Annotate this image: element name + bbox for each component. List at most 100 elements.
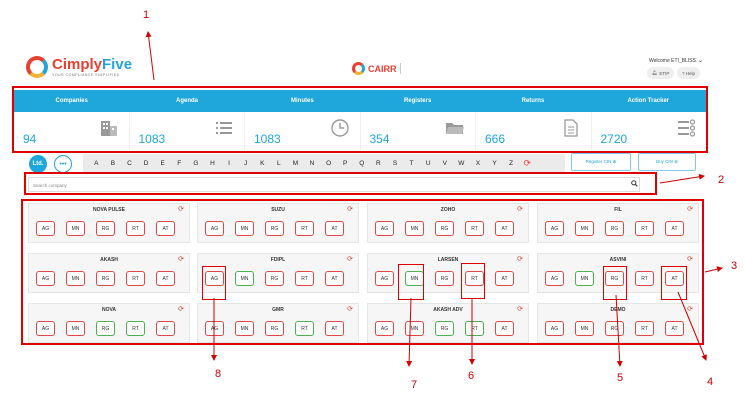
module-button-rt[interactable]: RT bbox=[126, 321, 145, 336]
letter-filter-v[interactable]: V bbox=[442, 159, 447, 167]
letter-filter-s[interactable]: S bbox=[392, 159, 398, 167]
letter-filter-l[interactable]: L bbox=[277, 159, 281, 167]
module-button-ag[interactable]: AG bbox=[375, 271, 394, 286]
letter-filter-p[interactable]: P bbox=[343, 159, 348, 167]
company-name[interactable]: NOVA bbox=[101, 307, 117, 313]
module-button-at[interactable]: AT bbox=[156, 271, 175, 286]
letter-filter-q[interactable]: Q bbox=[359, 159, 365, 167]
letter-filter-z[interactable]: Z bbox=[509, 159, 514, 167]
company-name[interactable]: SUZU bbox=[271, 207, 285, 213]
refresh-icon[interactable]: ⟳ bbox=[178, 206, 184, 213]
cimplyfive-logo[interactable]: CimplyFive YOUR COMPLIANCE SIMPLIFIED bbox=[26, 56, 132, 78]
letter-filter-d[interactable]: D bbox=[143, 159, 149, 167]
refresh-icon[interactable]: ⟳ bbox=[347, 206, 353, 213]
letter-filter-x[interactable]: X bbox=[475, 159, 481, 167]
refresh-icon[interactable]: ⟳ bbox=[687, 306, 693, 313]
company-name[interactable]: ZOHO bbox=[440, 207, 456, 213]
module-button-rt[interactable]: RT bbox=[465, 221, 484, 236]
module-button-at[interactable]: AT bbox=[325, 221, 344, 236]
module-button-at[interactable]: AT bbox=[495, 221, 514, 236]
module-button-rg[interactable]: RG bbox=[435, 321, 454, 336]
module-button-rt[interactable]: RT bbox=[126, 221, 145, 236]
letter-filter-c[interactable]: C bbox=[127, 159, 132, 167]
letter-filter-o[interactable]: O bbox=[326, 159, 332, 167]
module-button-rt[interactable]: RT bbox=[635, 221, 654, 236]
module-button-rt[interactable]: RT bbox=[295, 221, 314, 236]
module-button-ag[interactable]: AG bbox=[36, 321, 55, 336]
stat-registers[interactable]: 354 bbox=[361, 112, 476, 150]
help-button[interactable]: ? Help bbox=[677, 67, 700, 79]
module-button-mn[interactable]: MN bbox=[235, 321, 254, 336]
module-button-mn[interactable]: MN bbox=[405, 271, 424, 286]
refresh-icon[interactable]: ⟳ bbox=[517, 306, 523, 313]
module-button-ag[interactable]: AG bbox=[205, 271, 224, 286]
module-button-mn[interactable]: MN bbox=[575, 221, 594, 236]
module-button-rt[interactable]: RT bbox=[295, 271, 314, 286]
refresh-icon[interactable]: ⟳ bbox=[347, 256, 353, 263]
letter-filter-j[interactable]: J bbox=[244, 159, 248, 167]
module-button-rg[interactable]: RG bbox=[605, 221, 624, 236]
company-name[interactable]: LARSEN bbox=[437, 257, 459, 263]
module-button-mn[interactable]: MN bbox=[235, 221, 254, 236]
ltd-filter-button[interactable]: Ltd. bbox=[29, 155, 47, 173]
module-button-rg[interactable]: RG bbox=[96, 271, 115, 286]
module-button-rg[interactable]: RG bbox=[605, 321, 624, 336]
module-button-rg[interactable]: RG bbox=[435, 271, 454, 286]
company-name[interactable]: DEMO bbox=[610, 307, 626, 313]
company-name[interactable]: NOVA PULSE bbox=[93, 207, 125, 213]
letter-filter-e[interactable]: E bbox=[160, 159, 165, 167]
refresh-icon[interactable]: ⟳ bbox=[517, 256, 523, 263]
stat-minutes[interactable]: 1083 bbox=[245, 112, 361, 150]
letter-filter-y[interactable]: Y bbox=[492, 159, 497, 167]
letter-filter-a[interactable]: A bbox=[94, 159, 99, 167]
letter-filter-t[interactable]: T bbox=[409, 159, 414, 167]
module-button-rt[interactable]: RT bbox=[126, 271, 145, 286]
module-button-rg[interactable]: RG bbox=[96, 221, 115, 236]
stat-action-tracker[interactable]: 2720 bbox=[592, 112, 707, 150]
search-input[interactable] bbox=[33, 180, 593, 190]
register-cin-button[interactable]: Register CIN ⊕ bbox=[571, 153, 631, 171]
module-button-at[interactable]: AT bbox=[156, 221, 175, 236]
company-name[interactable]: AKASH bbox=[100, 257, 118, 263]
module-button-rt[interactable]: RT bbox=[465, 271, 484, 286]
letter-filter-i[interactable]: I bbox=[228, 159, 230, 167]
buy-cin-button[interactable]: Buy CIN ⊕ bbox=[638, 153, 696, 171]
module-button-ag[interactable]: AG bbox=[36, 221, 55, 236]
module-button-mn[interactable]: MN bbox=[66, 221, 85, 236]
module-button-ag[interactable]: AG bbox=[205, 221, 224, 236]
search-icon[interactable] bbox=[631, 180, 638, 189]
refresh-icon[interactable]: ⟳ bbox=[523, 157, 531, 168]
refresh-icon[interactable]: ⟳ bbox=[347, 306, 353, 313]
module-button-rg[interactable]: RG bbox=[605, 271, 624, 286]
module-button-mn[interactable]: MN bbox=[405, 221, 424, 236]
module-button-at[interactable]: AT bbox=[665, 271, 684, 286]
user-menu[interactable]: Welcome ETI_BLISS⌄ bbox=[649, 57, 703, 64]
module-button-mn[interactable]: MN bbox=[235, 271, 254, 286]
tab-minutes[interactable]: Minutes bbox=[290, 98, 314, 104]
module-button-at[interactable]: AT bbox=[325, 271, 344, 286]
refresh-icon[interactable]: ⟳ bbox=[687, 256, 693, 263]
letter-filter-g[interactable]: G bbox=[193, 159, 199, 167]
refresh-icon[interactable]: ⟳ bbox=[178, 256, 184, 263]
module-button-ag[interactable]: AG bbox=[545, 271, 564, 286]
module-button-rg[interactable]: RG bbox=[265, 271, 284, 286]
company-name[interactable]: GMR bbox=[272, 307, 284, 313]
module-button-mn[interactable]: MN bbox=[66, 321, 85, 336]
module-button-rt[interactable]: RT bbox=[295, 321, 314, 336]
module-button-at[interactable]: AT bbox=[156, 321, 175, 336]
module-button-ag[interactable]: AG bbox=[545, 321, 564, 336]
module-button-rt[interactable]: RT bbox=[465, 321, 484, 336]
module-button-rg[interactable]: RG bbox=[435, 221, 454, 236]
module-button-ag[interactable]: AG bbox=[375, 221, 394, 236]
letter-filter-h[interactable]: H bbox=[210, 159, 215, 167]
module-button-rg[interactable]: RG bbox=[265, 321, 284, 336]
tab-companies[interactable]: Companies bbox=[55, 98, 88, 104]
letter-filter-f[interactable]: F bbox=[177, 159, 182, 167]
refresh-icon[interactable]: ⟳ bbox=[687, 206, 693, 213]
module-button-ag[interactable]: AG bbox=[545, 221, 564, 236]
cairr-logo[interactable]: CAIRR bbox=[352, 62, 401, 75]
module-button-mn[interactable]: MN bbox=[66, 271, 85, 286]
module-button-at[interactable]: AT bbox=[325, 321, 344, 336]
stat-companies[interactable]: 94 bbox=[14, 112, 130, 150]
letter-filter-u[interactable]: U bbox=[425, 159, 431, 167]
